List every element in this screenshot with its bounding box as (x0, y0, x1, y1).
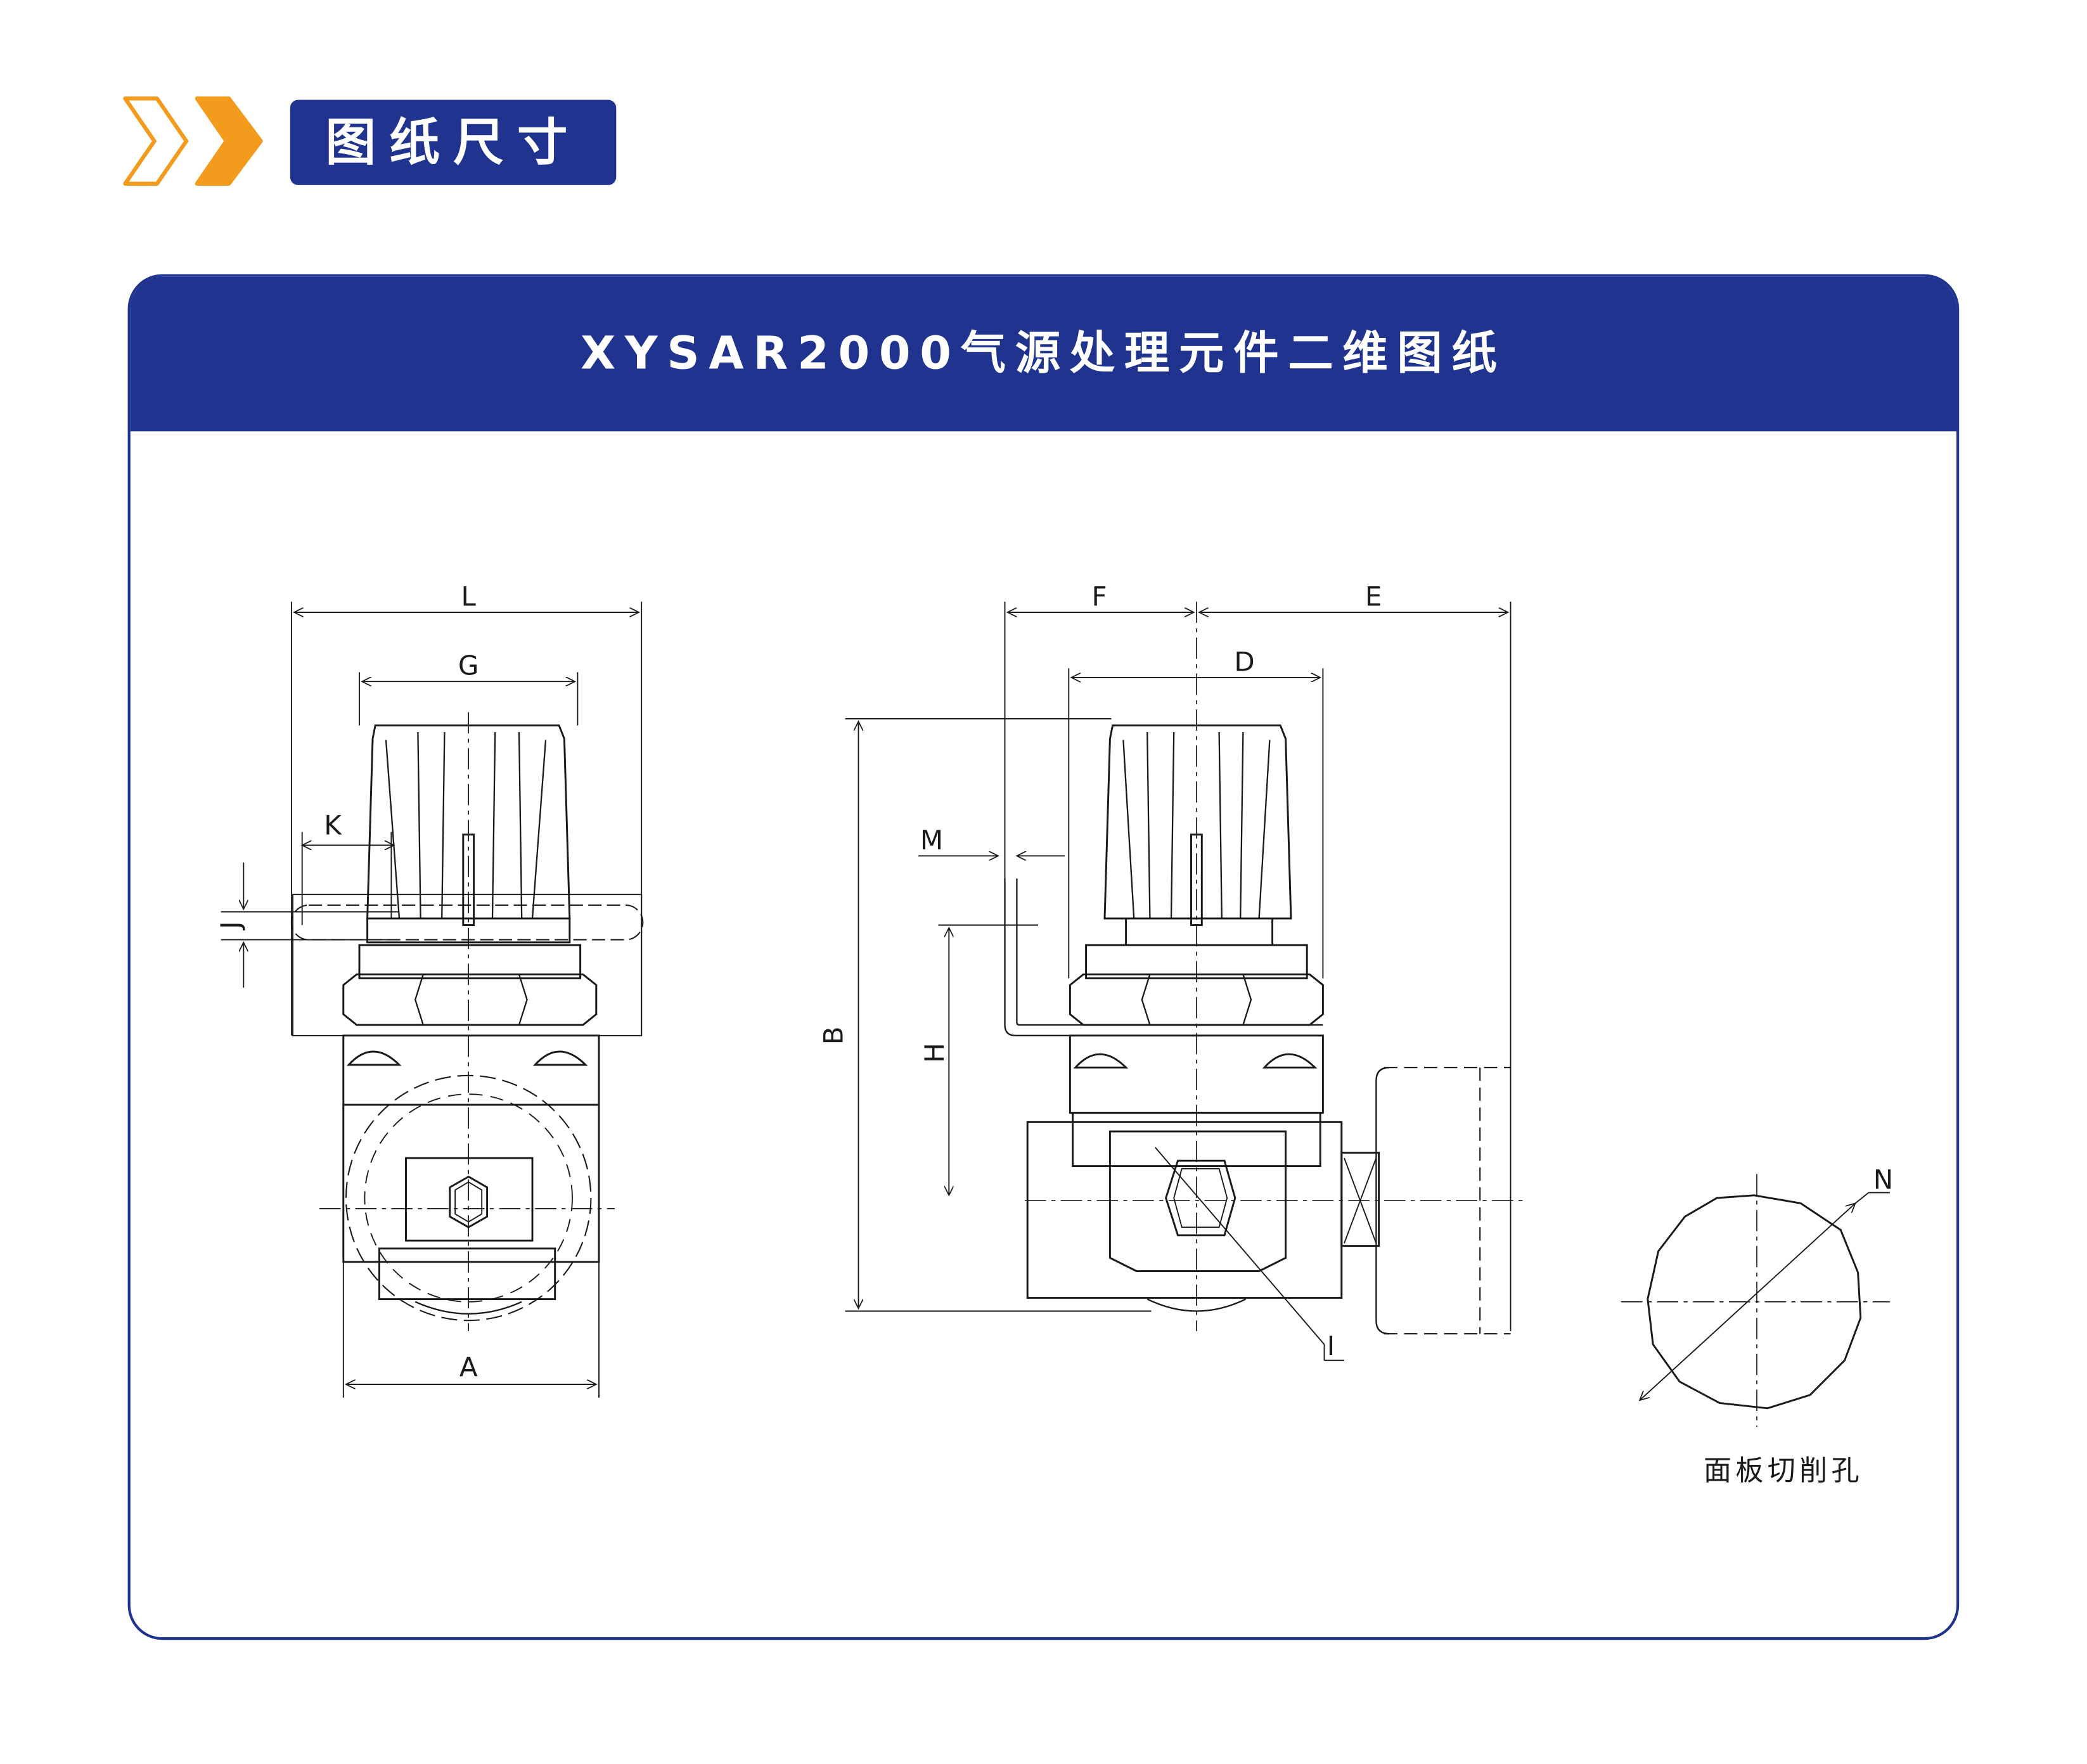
dim-label-D: D (1234, 646, 1254, 677)
dim-label-J: J (215, 921, 246, 930)
dim-label-G: G (458, 650, 479, 681)
side-view (845, 602, 1524, 1362)
front-view (221, 602, 644, 1398)
chevron-arrows-icon (123, 96, 263, 186)
dim-label-E: E (1365, 581, 1382, 612)
panel-title: XYSAR2000气源处理元件二维图纸 (130, 276, 1956, 432)
panel-hole-caption: 面板切削孔 (1704, 1455, 1863, 1487)
dim-label-I: I (1327, 1330, 1335, 1362)
dim-label-H: H (919, 1043, 950, 1063)
dim-label-M: M (920, 825, 943, 856)
dim-label-B: B (818, 1026, 849, 1045)
dimension-labels-front: L G K J A (215, 581, 478, 1382)
dimension-labels-side: F E D M B H I (818, 581, 1382, 1361)
dim-label-A: A (459, 1351, 478, 1382)
dim-label-L: L (461, 581, 476, 612)
panel-hole-view (1621, 1174, 1890, 1427)
section-title-badge: 图纸尺寸 (290, 100, 617, 185)
dim-label-N: N (1873, 1164, 1893, 1195)
dim-label-F: F (1092, 581, 1107, 612)
dim-label-K: K (324, 810, 342, 841)
drawing-panel: XYSAR2000气源处理元件二维图纸 (127, 274, 1960, 1640)
